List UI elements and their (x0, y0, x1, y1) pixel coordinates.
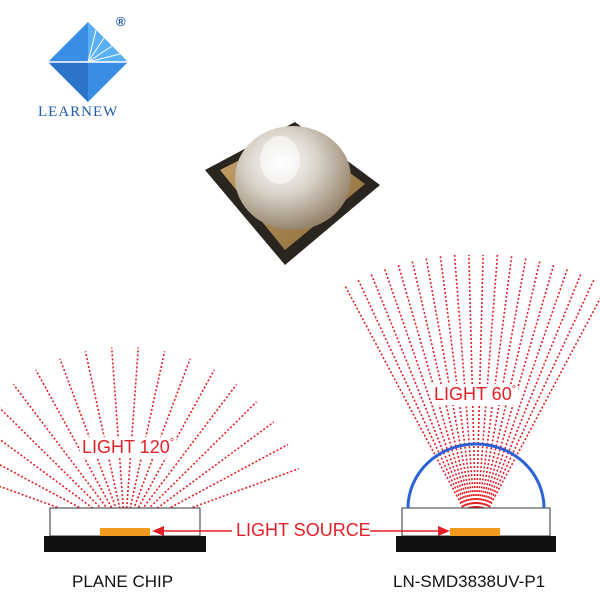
light-60-ray (475, 297, 600, 533)
light-60-ray (343, 284, 477, 533)
light-120-ray (124, 383, 238, 533)
light-60-ray (475, 267, 569, 533)
model-caption: LN-SMD3838UV-P1 (393, 572, 546, 591)
lens-chip-emitter (450, 528, 500, 536)
light-120-ray (12, 383, 126, 533)
brand-name: LEARNEW (38, 104, 119, 120)
light-60-ray (383, 267, 477, 533)
light-60-label: LIGHT 60° (432, 384, 519, 405)
learnew-logo-icon (48, 22, 128, 102)
degree-symbol: ° (169, 437, 175, 449)
arrow-left-head (152, 526, 164, 536)
light-60-ray (356, 277, 477, 533)
beam-angle-diagram (0, 255, 600, 552)
light-60-text: LIGHT 60 (434, 384, 512, 404)
light-60-ray (475, 272, 583, 533)
registered-mark: ® (116, 14, 126, 29)
light-60-ray (369, 272, 477, 533)
light-120-ray (0, 407, 126, 533)
light-60-ray (411, 259, 477, 533)
light-120-ray (0, 463, 126, 533)
plane-chip-base (44, 536, 206, 552)
light-60-ray (475, 277, 596, 533)
lens-arc (406, 442, 546, 509)
lens-chip-base (396, 536, 556, 552)
light-120-ray (124, 401, 258, 533)
light-120-ray (124, 467, 300, 533)
light-120-ray (0, 438, 126, 533)
light-120-text: LIGHT 120 (82, 437, 170, 457)
plane-chip-emitter (100, 528, 150, 536)
plane-chip-caption: PLANE CHIP (72, 572, 174, 591)
light-120-ray (124, 421, 275, 533)
light-60-ray (468, 255, 477, 533)
light-60-ray (475, 259, 541, 533)
light-60-ray (475, 255, 484, 533)
degree-symbol: ° (511, 384, 517, 396)
light-120-ray (0, 485, 126, 533)
arrow-right-head (438, 526, 450, 536)
led-product-photo (205, 122, 380, 265)
light-source-label: LIGHT SOURCE (236, 520, 371, 540)
light-120-label: LIGHT 120° (80, 437, 177, 458)
light-120-ray (124, 443, 289, 533)
